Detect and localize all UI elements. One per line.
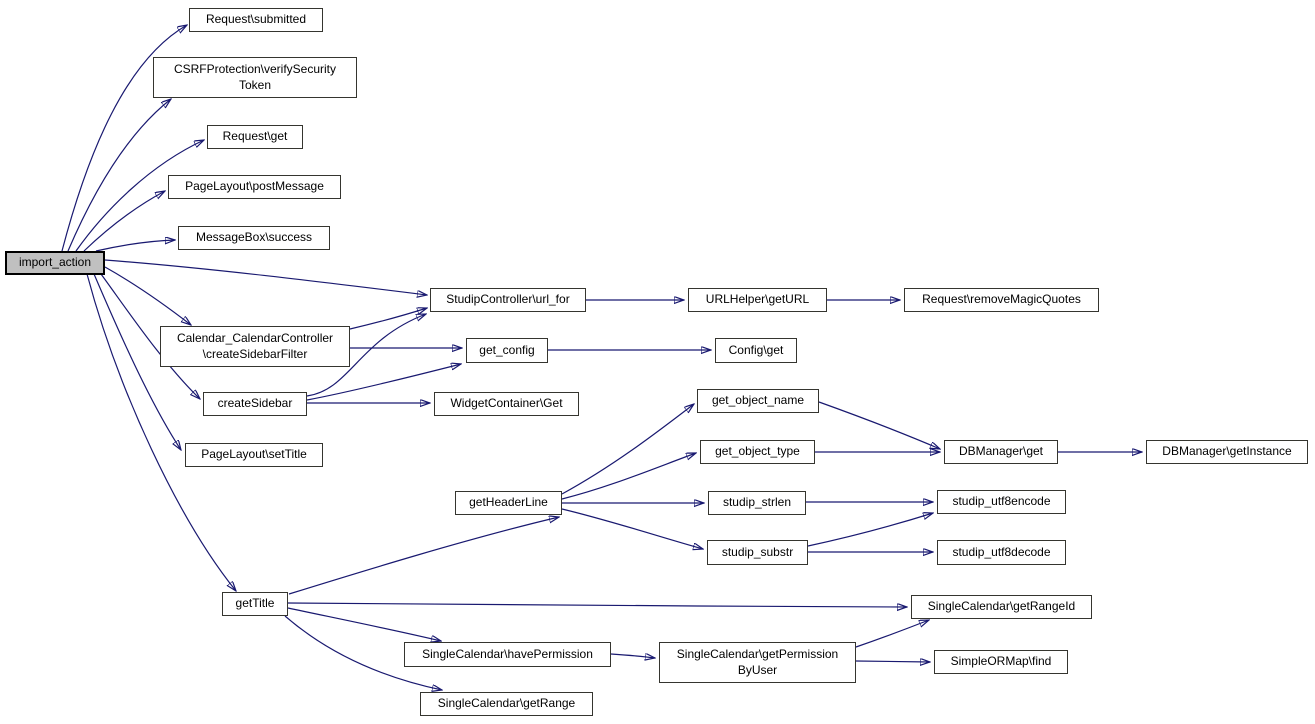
- node-config-get[interactable]: Config\get: [715, 338, 797, 363]
- node-studipcontroller-url-for[interactable]: StudipController\url_for: [430, 288, 586, 312]
- node-createsidebar[interactable]: createSidebar: [203, 392, 307, 416]
- edge-getheaderline-to-studip-substr: [561, 508, 703, 549]
- node-request-submitted[interactable]: Request\submitted: [189, 8, 323, 32]
- node-messagebox-success[interactable]: MessageBox\success: [178, 226, 330, 250]
- edge-createsidebar-to-studipcontroller-url-for: [306, 314, 426, 397]
- node-csrfprotection-verifysecuritytoken[interactable]: CSRFProtection\verifySecurity Token: [153, 57, 357, 98]
- node-singlecalendar-getrangeid[interactable]: SingleCalendar\getRangeId: [911, 595, 1092, 619]
- edge-createsidebar-to-get-config: [306, 364, 461, 401]
- node-request-get[interactable]: Request\get: [207, 125, 303, 149]
- edge-import-action-to-createsidebar: [100, 273, 200, 399]
- node-singlecalendar-getrange[interactable]: SingleCalendar\getRange: [420, 692, 593, 716]
- node-simpleormap-find[interactable]: SimpleORMap\find: [934, 650, 1068, 674]
- node-singlecalendar-havepermission[interactable]: SingleCalendar\havePermission: [404, 642, 611, 667]
- edge-import-action-to-gettitle: [86, 273, 236, 591]
- edge-getpermissionbyuser-to-simpleormap-find: [855, 661, 930, 662]
- edge-import-action-to-studipcontroller-url-for: [104, 259, 427, 295]
- edge-gettitle-to-singlecalendar-getrange: [284, 615, 442, 690]
- node-studip-strlen[interactable]: studip_strlen: [708, 491, 806, 515]
- edge-gettitle-to-singlecalendar-getrangeid: [287, 602, 907, 607]
- node-get-object-type[interactable]: get_object_type: [700, 440, 815, 464]
- edge-getheaderline-to-get-object-type: [561, 453, 696, 500]
- edge-import-action-to-pagelayout-postmessage: [83, 191, 165, 252]
- node-calendar-calendarcontroller-createsidebarfilter[interactable]: Calendar_CalendarController \createSideb…: [160, 326, 350, 367]
- edge-createsidebarfilter-to-studipcontroller-url-for: [349, 308, 427, 330]
- node-dbmanager-getinstance[interactable]: DBManager\getInstance: [1146, 440, 1308, 464]
- node-pagelayout-settitle[interactable]: PageLayout\setTitle: [185, 443, 323, 467]
- node-dbmanager-get[interactable]: DBManager\get: [944, 440, 1058, 464]
- edge-get-object-name-to-dbmanager-get: [818, 401, 940, 449]
- node-request-removemagicquotes[interactable]: Request\removeMagicQuotes: [904, 288, 1099, 312]
- node-get-config[interactable]: get_config: [466, 338, 548, 363]
- node-getheaderline[interactable]: getHeaderLine: [455, 491, 562, 515]
- edge-import-action-to-pagelayout-settitle: [93, 273, 181, 450]
- node-gettitle[interactable]: getTitle: [222, 592, 288, 616]
- edge-import-action-to-request-submitted: [61, 25, 187, 252]
- edge-gettitle-to-getheaderline: [288, 517, 559, 595]
- node-pagelayout-postmessage[interactable]: PageLayout\postMessage: [168, 175, 341, 199]
- node-import-action: import_action: [5, 251, 105, 275]
- node-studip-utf8encode[interactable]: studip_utf8encode: [937, 490, 1066, 514]
- node-urlhelper-geturl[interactable]: URLHelper\getURL: [688, 288, 827, 312]
- edge-getheaderline-to-get-object-name: [561, 404, 694, 495]
- edge-getpermissionbyuser-to-singlecalendar-getrangeid: [855, 620, 929, 648]
- node-widgetcontainer-get[interactable]: WidgetContainer\Get: [434, 392, 579, 416]
- edge-gettitle-to-singlecalendar-havepermission: [287, 607, 441, 641]
- edge-studip-substr-to-studip-utf8encode: [807, 513, 933, 547]
- node-studip-substr[interactable]: studip_substr: [707, 540, 808, 565]
- edge-import-action-to-request-get: [75, 140, 204, 252]
- node-get-object-name[interactable]: get_object_name: [697, 389, 819, 413]
- edge-import-action-to-createsidebarfilter: [104, 266, 191, 325]
- edge-havepermission-to-getpermissionbyuser: [610, 654, 655, 658]
- edge-import-action-to-csrfprotection-verifysecuritytoken: [67, 99, 171, 252]
- edge-import-action-to-messagebox-success: [95, 240, 175, 252]
- node-studip-utf8decode[interactable]: studip_utf8decode: [937, 540, 1066, 565]
- node-singlecalendar-getpermissionbyuser[interactable]: SingleCalendar\getPermission ByUser: [659, 642, 856, 683]
